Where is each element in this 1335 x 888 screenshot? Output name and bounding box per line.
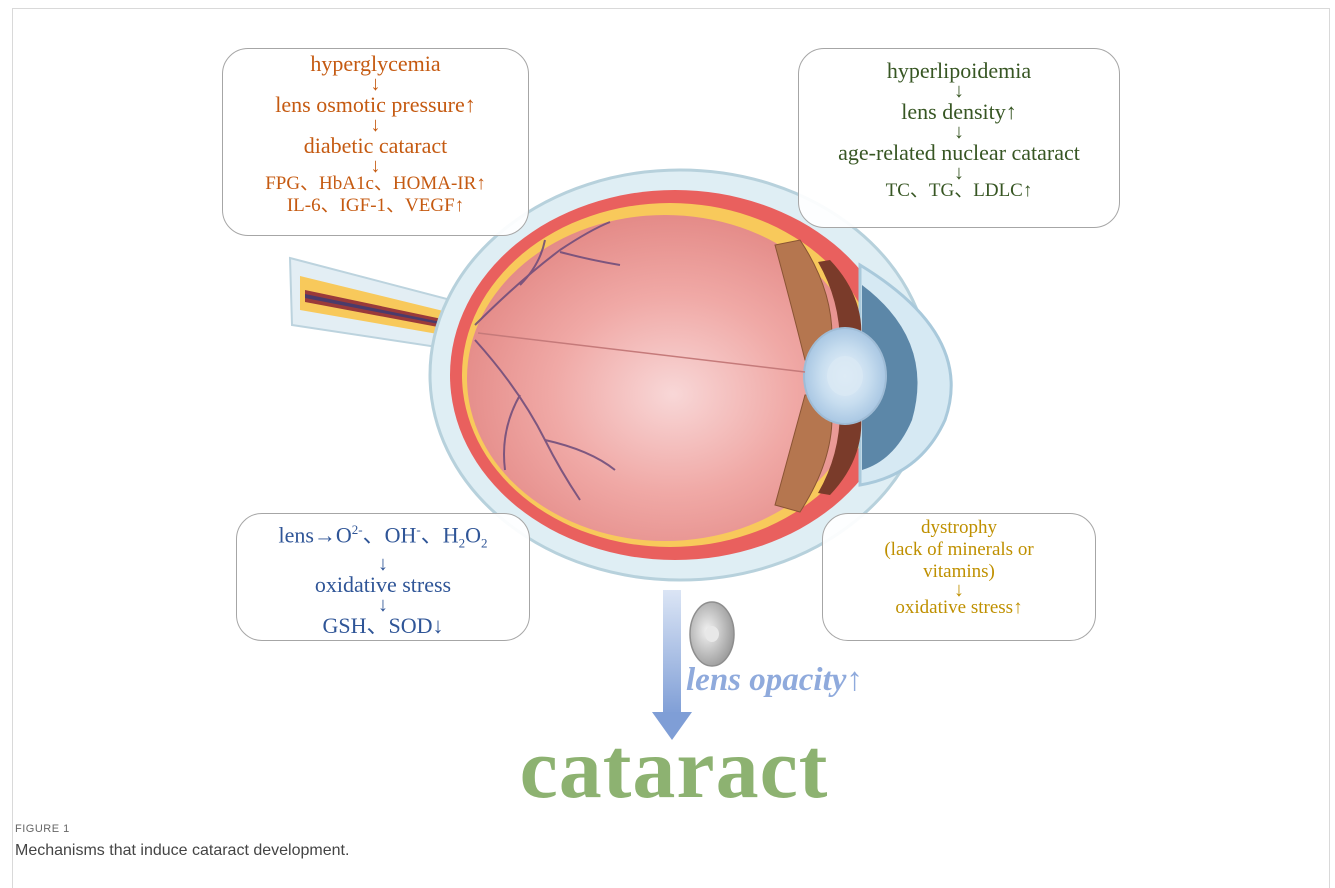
down-arrow-text: ↓ (237, 557, 529, 571)
down-arrow-text: ↓ (799, 125, 1119, 139)
reactive-oxygen-species-text: lens→O2-、OH-、H2O2 (237, 516, 529, 557)
down-arrow-text: ↓ (237, 598, 529, 612)
down-arrow-text: ↓ (823, 583, 1095, 597)
figure-number: FIGURE 1 (15, 823, 70, 835)
down-arrow-text: ↓ (223, 159, 528, 173)
glycemic-markers-text: FPG、HbA1c、HOMA-IR↑ (223, 173, 528, 195)
figure-caption: Mechanisms that induce cataract developm… (15, 842, 349, 860)
lens-opacity-label: lens opacity↑ (686, 662, 863, 699)
inflammatory-markers-text: IL-6、IGF-1、VEGF↑ (223, 195, 528, 217)
down-arrow-text: ↓ (223, 118, 528, 132)
lack-of-minerals-text: (lack of minerals or (823, 539, 1095, 561)
oxidative-mechanism-box: lens→O2-、OH-、H2O2 ↓ oxidative stress ↓ G… (236, 513, 530, 641)
dystrophy-text: dystrophy (823, 517, 1095, 539)
down-arrow-text: ↓ (223, 77, 528, 91)
dystrophy-mechanism-box: dystrophy (lack of minerals or vitamins)… (822, 513, 1096, 641)
hyperglycemia-mechanism-box: hyperglycemia ↓ lens osmotic pressure↑ ↓… (222, 48, 529, 236)
antioxidant-markers-text: GSH、SOD↓ (237, 612, 529, 639)
oxidative-stress-up-text: oxidative stress↑ (823, 597, 1095, 619)
hyperlipoidemia-mechanism-box: hyperlipoidemia ↓ lens density↑ ↓ age-re… (798, 48, 1120, 228)
lipid-markers-text: TC、TG、LDLC↑ (799, 180, 1119, 202)
cloudy-lens-icon (690, 602, 734, 666)
cataract-outcome-label: cataract (519, 718, 829, 818)
down-arrow-text: ↓ (799, 84, 1119, 98)
down-arrow-text: ↓ (799, 166, 1119, 180)
